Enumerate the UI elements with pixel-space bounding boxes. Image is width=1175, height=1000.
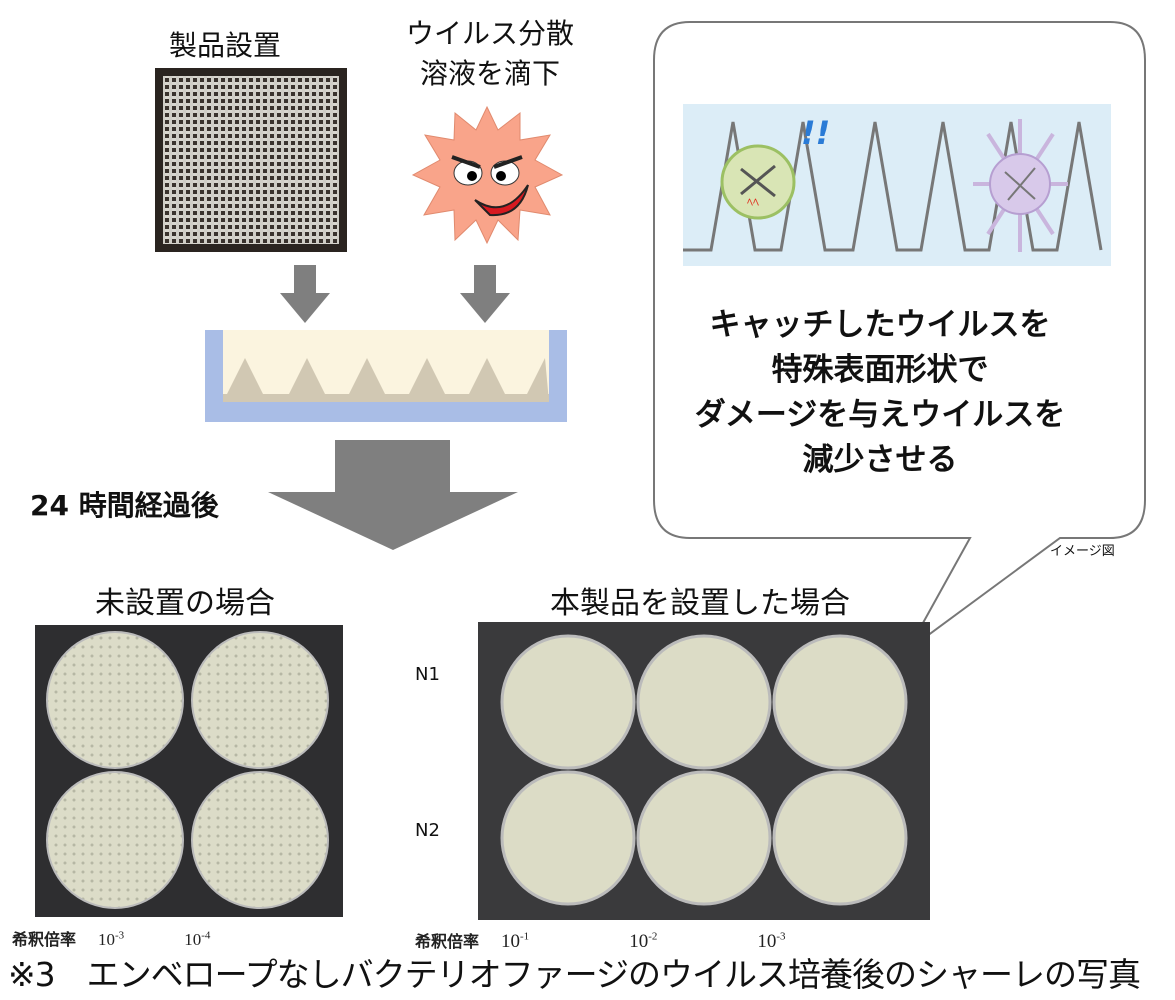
- row-label-n2: N2: [415, 820, 440, 841]
- dilution-value: 10-3: [757, 930, 786, 952]
- bubble-line: 減少させる: [802, 442, 958, 478]
- bubble-line: 特殊表面形状で: [771, 352, 989, 388]
- dilution-value: 10-1: [501, 930, 530, 952]
- left-dilution-row: 希釈倍率 10-3 10-4: [12, 926, 270, 950]
- right-panel-title: 本製品を設置した場合: [550, 586, 850, 621]
- exclamation-icon: !!: [801, 114, 830, 152]
- step1-label: 製品設置: [168, 29, 281, 62]
- mesh-product-photo: [155, 68, 347, 252]
- step2-label-line2: 溶液を滴下: [419, 57, 560, 90]
- product-petri-photo: [478, 622, 930, 920]
- bubble-line: キャッチしたウイルスを: [709, 307, 1051, 343]
- virus-character-icon: [411, 105, 564, 245]
- dilution-label: 希釈倍率: [12, 930, 77, 949]
- footer-note: ※3 エンベロープなしバクテリオファージのウイルス培養後のシャーレの写真: [8, 955, 1141, 994]
- down-arrow-icon: [280, 265, 330, 323]
- bubble-text: キャッチしたウイルスを 特殊表面形状で ダメージを与えウイルスを 減少させる: [660, 303, 1100, 483]
- step2-label: ウイルス分散 溶液を滴下: [360, 14, 620, 94]
- elapsed-label: 24 時間経過後: [30, 489, 219, 522]
- image-caption: イメージ図: [1050, 544, 1115, 559]
- svg-text:ﾍﾍ: ﾍﾍ: [747, 195, 759, 209]
- big-down-arrow-icon: [268, 440, 518, 550]
- virus-capture-illustration: ﾍﾍ !!: [683, 104, 1111, 266]
- dilution-value: 10-2: [629, 930, 658, 952]
- right-dilution-row: 希釈倍率 10-1 10-2 10-3: [415, 928, 846, 953]
- dilution-value: 10-3: [98, 929, 125, 949]
- test-container-illustration: [205, 330, 567, 422]
- dilution-value: 10-4: [184, 929, 211, 949]
- bubble-line: ダメージを与えウイルスを: [694, 397, 1066, 433]
- down-arrows: [280, 265, 510, 323]
- left-panel-title: 未設置の場合: [95, 586, 275, 621]
- control-petri-photo: [35, 625, 343, 917]
- dilution-label: 希釈倍率: [415, 932, 480, 951]
- row-label-n1: N1: [415, 664, 440, 685]
- step2-label-line1: ウイルス分散: [405, 17, 574, 50]
- down-arrow-icon: [460, 265, 510, 323]
- damaged-virus-icon: ﾍﾍ: [720, 144, 796, 220]
